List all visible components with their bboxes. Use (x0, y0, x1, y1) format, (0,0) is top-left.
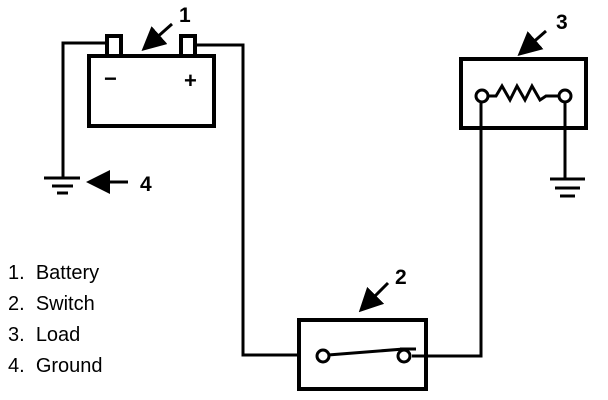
negative-symbol: − (104, 66, 117, 91)
callout-3: 3 (556, 11, 568, 34)
ground-symbol-battery (44, 176, 80, 195)
load (459, 57, 588, 130)
legend-item: 1. Battery (8, 258, 103, 289)
legend-number: 3. (8, 324, 25, 346)
legend-number: 1. (8, 262, 25, 284)
battery (87, 34, 216, 128)
legend-label: Battery (35, 262, 100, 284)
callout-arrow-1 (141, 22, 173, 51)
positive-symbol: + (184, 68, 197, 93)
negative-terminal (105, 34, 123, 58)
positive-wire (195, 43, 298, 357)
ground-wire (61, 41, 107, 177)
legend-label: Switch (35, 293, 95, 315)
legend-item: 3. Load (8, 320, 103, 351)
legend: 1. Battery 2. Switch 3. Load 4. Ground (8, 258, 103, 382)
legend-number: 2. (8, 293, 25, 315)
callout-1: 1 (179, 4, 191, 27)
ground-symbol-load (550, 177, 585, 198)
callout-arrow-2 (358, 281, 390, 313)
legend-number: 4. (8, 355, 25, 377)
switch-to-load-wire (412, 101, 483, 358)
legend-label: Ground (35, 355, 103, 377)
legend-label: Load (35, 324, 81, 346)
positive-terminal (179, 34, 197, 58)
callout-4: 4 (140, 173, 152, 196)
callout-2: 2 (395, 266, 407, 289)
callout-arrow-3 (517, 29, 547, 56)
switch (297, 318, 428, 391)
legend-item: 2. Switch (8, 289, 103, 320)
resistor-icon (488, 82, 559, 104)
legend-item: 4. Ground (8, 351, 103, 382)
